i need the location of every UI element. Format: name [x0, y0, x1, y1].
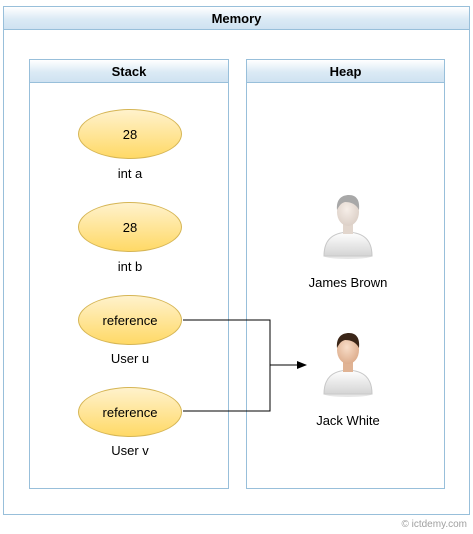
stack-label-int-b: int b: [117, 259, 143, 274]
heap-object-label-1: James Brown: [308, 275, 388, 290]
user-icon: [323, 195, 373, 259]
stack-value-int-a: 28: [78, 109, 182, 159]
arrow-user-u: [183, 319, 307, 369]
heap-title: Heap: [247, 60, 444, 83]
stack-reference-user-v: reference: [78, 387, 182, 437]
heap-panel: Heap: [246, 59, 445, 489]
stack-label-user-v: User v: [111, 443, 149, 458]
stack-label-user-u: User u: [110, 351, 150, 366]
stack-title: Stack: [30, 60, 228, 83]
stack-reference-user-u: reference: [78, 295, 182, 345]
arrow-user-v: [183, 365, 271, 412]
heap-object-label-2: Jack White: [316, 413, 380, 428]
user-icon: [323, 333, 373, 397]
watermark: © ictdemy.com: [401, 519, 467, 530]
stack-label-int-a: int a: [117, 166, 143, 181]
stack-value-int-b: 28: [78, 202, 182, 252]
memory-title: Memory: [4, 7, 469, 30]
